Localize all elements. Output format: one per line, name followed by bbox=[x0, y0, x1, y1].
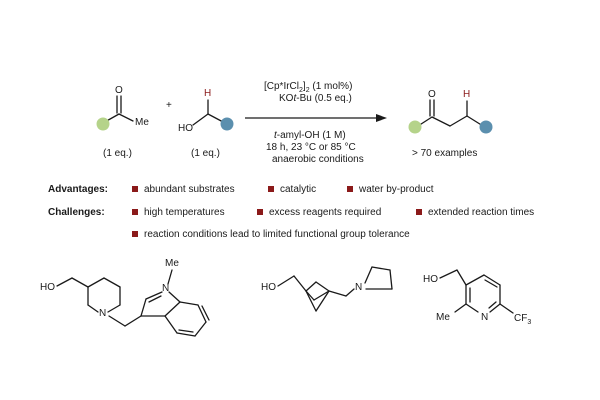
challenges-rows: Challenges: high temperatures excess rea… bbox=[48, 207, 534, 240]
alcohol-reactant: HO H (1 eq.) bbox=[178, 88, 234, 159]
ex3-methyl: Me bbox=[436, 312, 450, 323]
advantage-item: abundant substrates bbox=[144, 184, 235, 195]
product-oxygen: O bbox=[428, 89, 436, 100]
challenges-heading: Challenges: bbox=[48, 207, 105, 218]
advantage-item: water by-product bbox=[358, 184, 434, 195]
solvent-line: t-amyl-OH (1 M) bbox=[274, 130, 346, 141]
advantages-row: Advantages: abundant substrates catalyti… bbox=[48, 184, 434, 195]
example-structure-2: HO N bbox=[261, 266, 393, 312]
bullet-square bbox=[347, 186, 353, 192]
advantages-heading: Advantages: bbox=[48, 184, 108, 195]
alcohol-equivalents: (1 eq.) bbox=[191, 148, 220, 159]
bullet-square bbox=[257, 209, 263, 215]
base-line: KOt-Bu (0.5 eq.) bbox=[279, 93, 352, 104]
arrow-head bbox=[376, 114, 387, 122]
plus-sign: + bbox=[166, 100, 172, 111]
ex2-pyrrolidine-n: N bbox=[355, 282, 362, 293]
ketone-oxygen: O bbox=[115, 85, 123, 96]
bullet-square bbox=[132, 186, 138, 192]
ex3-pyridine-n: N bbox=[481, 312, 488, 323]
atmosphere-line: anaerobic conditions bbox=[272, 154, 364, 165]
green-substituent-dot bbox=[96, 117, 110, 131]
bullet-square bbox=[268, 186, 274, 192]
blue-substituent-dot bbox=[220, 117, 234, 131]
example-structure-1: HO N N Me bbox=[40, 258, 210, 337]
product: O H > 70 examples bbox=[408, 89, 493, 159]
catalyst-line: [Cp*IrCl2]2 (1 mol%) bbox=[264, 81, 352, 94]
advantage-item: catalytic bbox=[280, 184, 316, 195]
product-green-dot bbox=[408, 120, 422, 134]
ketone-methyl-label: Me bbox=[135, 117, 149, 128]
product-blue-dot bbox=[479, 120, 493, 134]
ex1-piperidine-n: N bbox=[99, 308, 106, 319]
time-temperature-line: 18 h, 23 °C or 85 °C bbox=[266, 142, 356, 153]
challenge-item: reaction conditions lead to limited func… bbox=[144, 229, 410, 240]
challenge-item: excess reagents required bbox=[269, 207, 381, 218]
alcohol-hydroxyl: HO bbox=[178, 123, 193, 134]
challenge-item: extended reaction times bbox=[428, 207, 534, 218]
bullet-square bbox=[416, 209, 422, 215]
challenge-item: high temperatures bbox=[144, 207, 225, 218]
ex1-methyl: Me bbox=[165, 258, 179, 269]
bullet-square bbox=[132, 209, 138, 215]
ex3-hydroxyl: HO bbox=[423, 274, 438, 285]
ex1-indole-n: N bbox=[162, 283, 169, 294]
example-structure-3: HO N Me CF3 bbox=[423, 269, 531, 326]
ketone-reactant: O Me (1 eq.) bbox=[96, 85, 149, 159]
ex3-trifluoromethyl: CF3 bbox=[514, 313, 531, 326]
ex2-hydroxyl: HO bbox=[261, 282, 276, 293]
alcohol-h-label: H bbox=[204, 88, 211, 99]
reaction-conditions: [Cp*IrCl2]2 (1 mol%) KOt-Bu (0.5 eq.) t-… bbox=[245, 81, 387, 165]
bullet-square bbox=[132, 231, 138, 237]
ketone-equivalents: (1 eq.) bbox=[103, 148, 132, 159]
product-scope-note: > 70 examples bbox=[412, 148, 477, 159]
ex1-hydroxyl: HO bbox=[40, 282, 55, 293]
product-h-label: H bbox=[463, 89, 470, 100]
